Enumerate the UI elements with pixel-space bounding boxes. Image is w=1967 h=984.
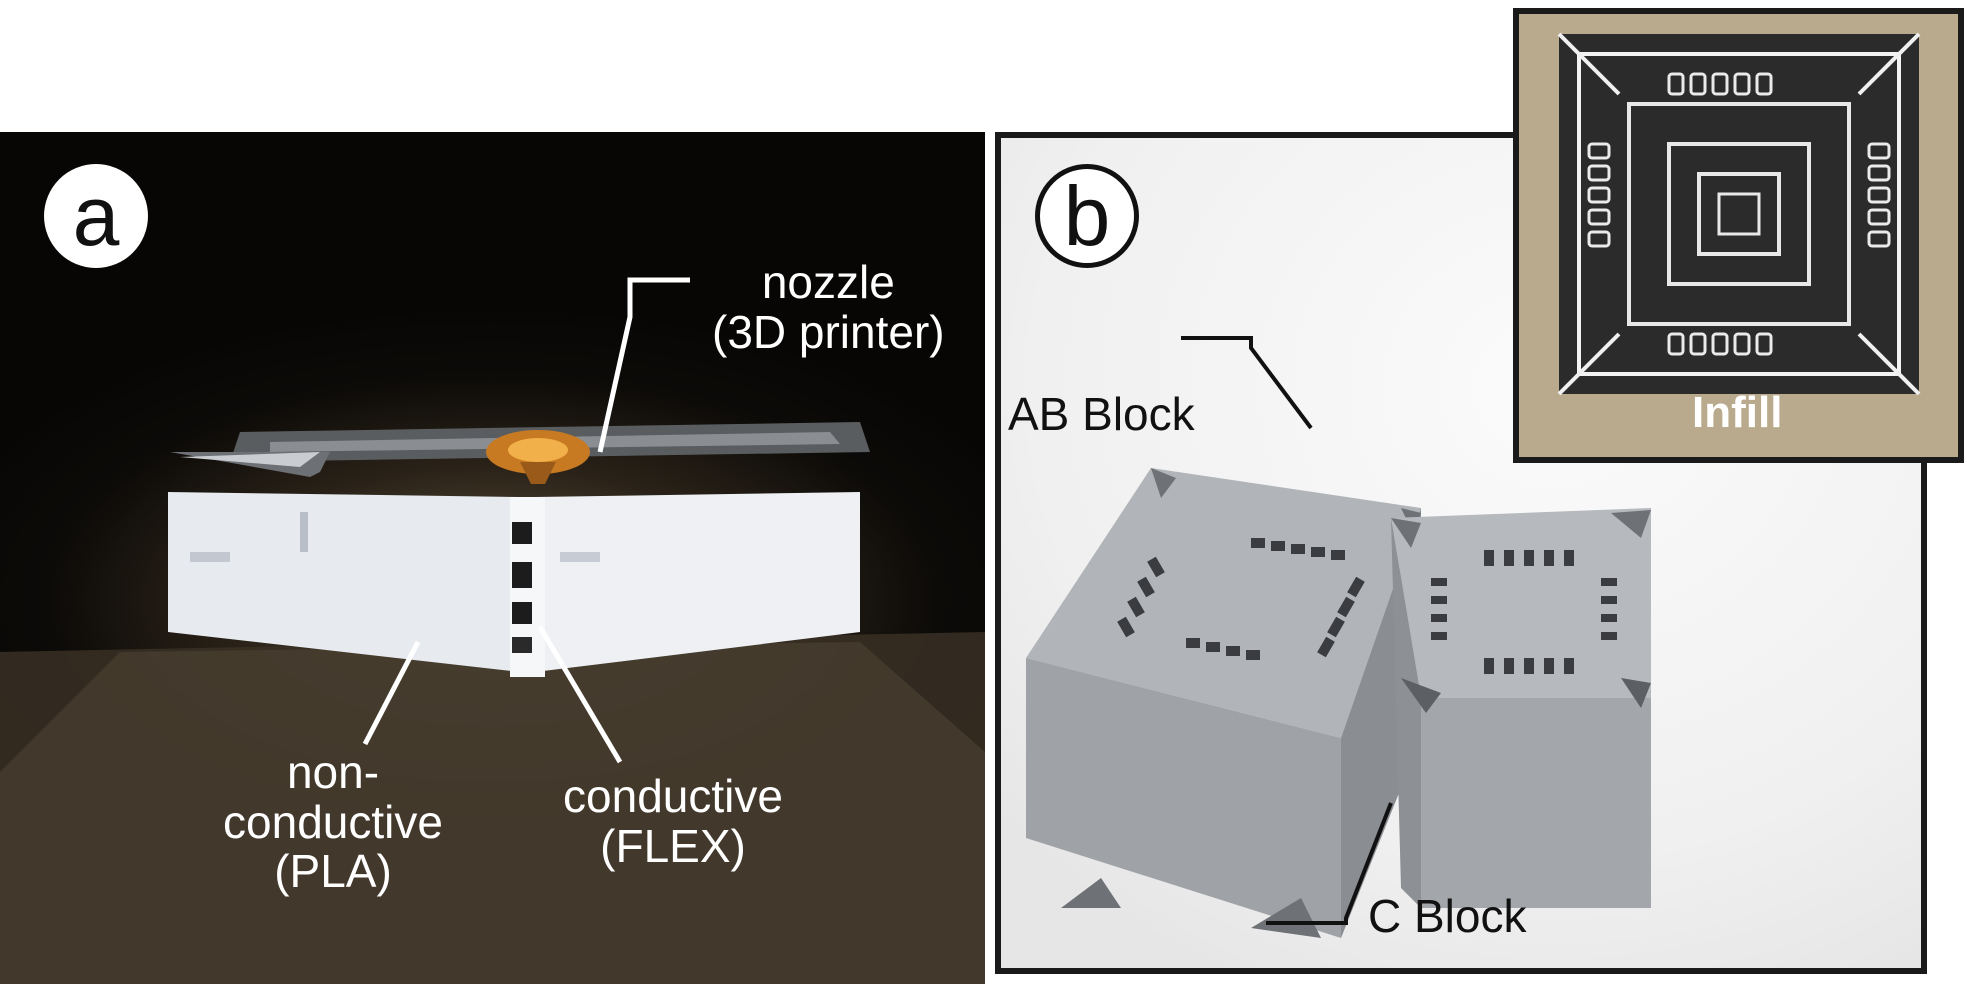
photo-panel-a [0, 132, 985, 984]
nonconductive-label-line1: non- [286, 746, 380, 798]
infill-pattern [1557, 32, 1921, 396]
ab-block-label: AB Block [1008, 388, 1195, 440]
nonconductive-label: non- conductive (PLA) [208, 746, 458, 898]
nozzle-label-line1: nozzle [761, 256, 895, 308]
nozzle-label: nozzle (3D printer) [712, 256, 945, 358]
panel-label-a: a [44, 164, 148, 268]
conductive-label-line1: conductive [563, 770, 783, 822]
nonconductive-label-line3: (PLA) [274, 845, 392, 898]
infill-label: Infill [1692, 388, 1783, 437]
nonconductive-label-line2: conductive [223, 795, 443, 848]
c-block-slots [1431, 550, 1617, 674]
c-block-label: C Block [1368, 890, 1527, 942]
conductive-label: conductive (FLEX) [548, 770, 798, 872]
nozzle-label-line2: (3D printer) [712, 305, 945, 358]
panel-label-b: b [1035, 164, 1139, 268]
printing-scene [0, 277, 985, 984]
infill-inset [1513, 8, 1964, 463]
conductive-label-line2: (FLEX) [600, 819, 746, 872]
blocks-scene [1026, 336, 1651, 938]
ab-block-slots [1117, 538, 1365, 660]
